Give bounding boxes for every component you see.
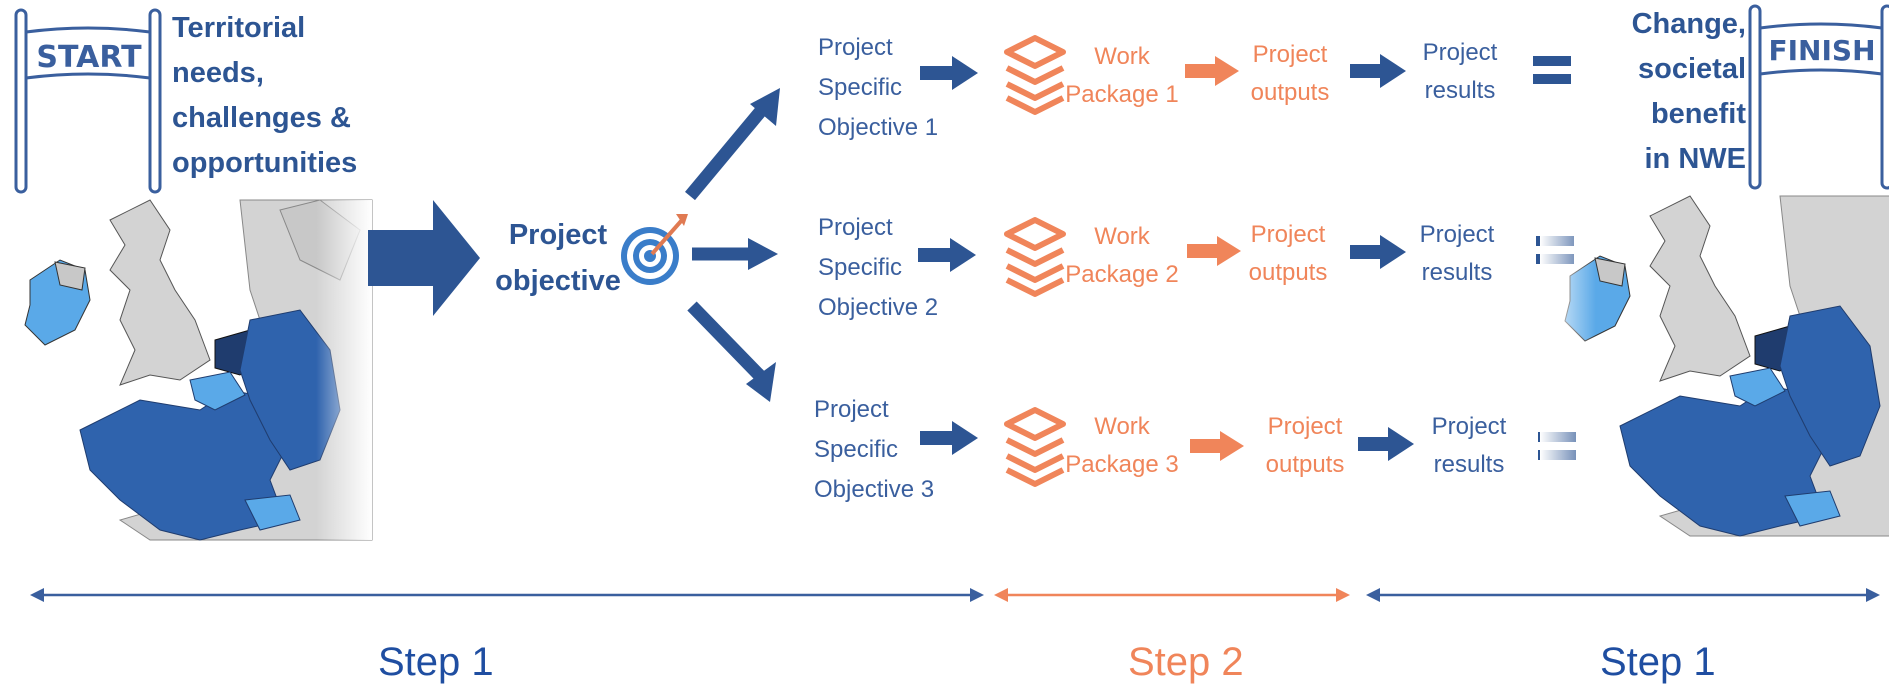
project-results-3: Project results [1414,408,1524,484]
start-text: Territorial needs, challenges & opportun… [172,6,402,186]
work-package-line: Work [1094,223,1150,250]
specific-objective-2: Project Specific Objective 2 [818,208,968,328]
project-results-line: results [1433,451,1505,478]
start-text-line: needs, [172,57,264,89]
work-package-3: Work Package 3 [1062,408,1182,484]
project-results-line: results [1424,77,1496,104]
finish-text-line: societal [1638,53,1746,85]
right-map [1540,195,1889,537]
project-objective-line: Project [508,219,608,251]
project-outputs-line: Project [1252,41,1328,68]
big-arrow [368,200,488,321]
project-outputs-line: outputs [1248,259,1328,286]
project-objective-line: objective [495,265,621,297]
start-sign-label: START [36,40,142,75]
project-results-line: Project [1431,413,1507,440]
work-package-2: Work Package 2 [1062,218,1182,294]
finish-text-line: in NWE [1644,143,1747,175]
step1-span-arrow-icon [30,588,984,602]
project-outputs-3: Project outputs [1250,408,1360,484]
step-label-1: Step 1 [378,640,494,684]
finish-text: Change, societal benefit in NWE [1596,2,1746,182]
start-sign-icon [14,8,162,194]
work-package-line: Work [1094,43,1150,70]
finish-sign: FINISH [1746,2,1889,192]
finish-text-line: benefit [1650,98,1746,130]
step-label-3: Step 1 [1600,640,1716,684]
finish-text-line: Change, [1631,8,1746,40]
work-package-line: Package 3 [1065,451,1179,478]
step2-span-arrow-icon [994,588,1350,602]
arrow-right-icon [1187,236,1241,266]
specific-objective-line: Project [814,396,889,423]
start-text-line: challenges & [172,102,351,134]
step-label-2: Step 2 [1128,640,1244,684]
arrow-right-icon [1350,235,1406,269]
specific-objective-line: Specific [818,254,903,281]
specific-objective-line: Specific [814,436,899,463]
specific-objective-1: Project Specific Objective 1 [818,28,968,148]
start-sign: START [10,6,162,196]
work-package-line: Work [1094,413,1150,440]
project-outputs-2: Project outputs [1233,216,1343,292]
project-outputs-1: Project outputs [1235,36,1345,112]
specific-objective-line: Objective 2 [818,294,939,321]
nwe-map-icon [1540,195,1889,537]
work-package-line: Package 1 [1065,81,1179,108]
project-results-line: Project [1419,221,1495,248]
start-text-line: opportunities [172,147,358,179]
target [618,210,688,293]
specific-objective-line: Objective 1 [818,114,939,141]
finish-sign-icon [1748,4,1889,190]
project-results-line: results [1421,259,1493,286]
equals-icon [1533,56,1571,84]
arrow-right-icon [1358,427,1414,461]
project-outputs-line: Project [1250,221,1326,248]
project-results-1: Project results [1405,34,1515,110]
left-map [0,199,373,541]
arrow-right-icon [920,56,978,90]
specific-objective-3: Project Specific Objective 3 [814,390,964,510]
specific-objective-line: Specific [818,74,903,101]
arrow-right-icon [918,238,976,272]
nwe-map-icon [0,199,373,541]
work-package-1: Work Package 1 [1062,38,1182,114]
layers-icon [1004,407,1066,487]
arrow-right-icon [920,421,978,455]
specific-objective-line: Project [818,214,893,241]
branch-arrows [680,80,790,425]
project-outputs-line: Project [1267,413,1343,440]
project-outputs-line: outputs [1265,451,1345,478]
finish-sign-label: FINISH [1768,34,1876,67]
arrow-right-icon [1350,54,1406,88]
specific-objective-line: Project [818,34,893,61]
specific-objective-line: Objective 3 [814,476,935,503]
layers-icon [1004,217,1066,297]
project-results-2: Project results [1402,216,1512,292]
step1-end-span-arrow-icon [1366,588,1880,602]
target-icon [621,214,688,285]
project-results-line: Project [1422,39,1498,66]
start-text-line: Territorial [172,12,306,44]
branch-arrows-icon [685,88,780,402]
project-outputs-line: outputs [1250,79,1330,106]
arrow-right-icon [368,200,480,316]
arrow-right-icon [1190,431,1244,461]
work-package-line: Package 2 [1065,261,1179,288]
project-objective: Project objective [488,212,628,304]
layers-icon [1004,35,1066,115]
arrow-right-icon [1185,56,1239,86]
